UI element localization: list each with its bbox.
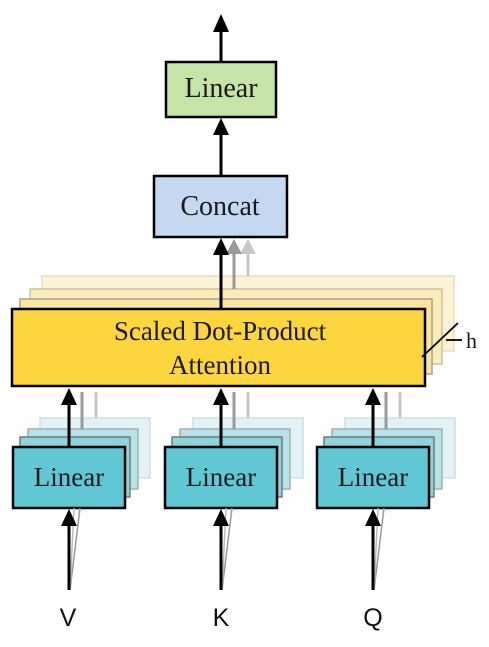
projection-q-linear-label: Linear — [338, 462, 408, 492]
projection-k-linear-label: Linear — [186, 462, 256, 492]
projection-v-linear-label: Linear — [34, 462, 104, 492]
attention-box — [10, 307, 427, 388]
input-k-label: K — [213, 604, 230, 632]
projection-v: Linear V — [11, 388, 151, 632]
attention-to-concat-arrowhead — [213, 238, 229, 255]
heads-label: h — [466, 328, 477, 353]
attention-label-line2: Attention — [169, 350, 271, 380]
heads-bracket-line — [421, 322, 459, 358]
projection-v-output-arrowhead — [61, 388, 77, 405]
top-linear-label: Linear — [184, 73, 258, 104]
projection-k-input-arrowhead — [213, 509, 229, 526]
projection-q: Linear Q — [315, 388, 456, 632]
attention-label-line1: Scaled Dot-Product — [114, 316, 327, 346]
top-linear-box — [164, 60, 278, 119]
concat-label: Concat — [180, 191, 260, 222]
projection-v-input-arrowhead — [61, 509, 77, 526]
input-q-label: Q — [363, 604, 382, 632]
ghost-attention-arrowhead-1 — [226, 239, 242, 254]
projection-v-linear-box — [11, 445, 127, 510]
concat-to-linear-arrowhead — [213, 118, 229, 135]
projection-v-input-ghost-1 — [69, 507, 81, 591]
ghost-attention-arrowhead-2 — [240, 239, 256, 254]
projection-k: Linear K — [163, 388, 304, 632]
projection-k-linear-box — [163, 445, 279, 510]
projection-k-output-arrowhead — [213, 388, 229, 405]
input-v-label: V — [60, 604, 77, 632]
projection-q-linear-box — [315, 445, 431, 510]
projection-q-input-arrowhead — [365, 509, 381, 526]
output-arrowhead — [213, 14, 229, 32]
projection-q-input-ghost-1 — [373, 507, 385, 591]
projection-k-input-ghost-1 — [221, 507, 233, 591]
projection-q-output-arrowhead — [365, 388, 381, 405]
concat-box — [152, 174, 289, 239]
